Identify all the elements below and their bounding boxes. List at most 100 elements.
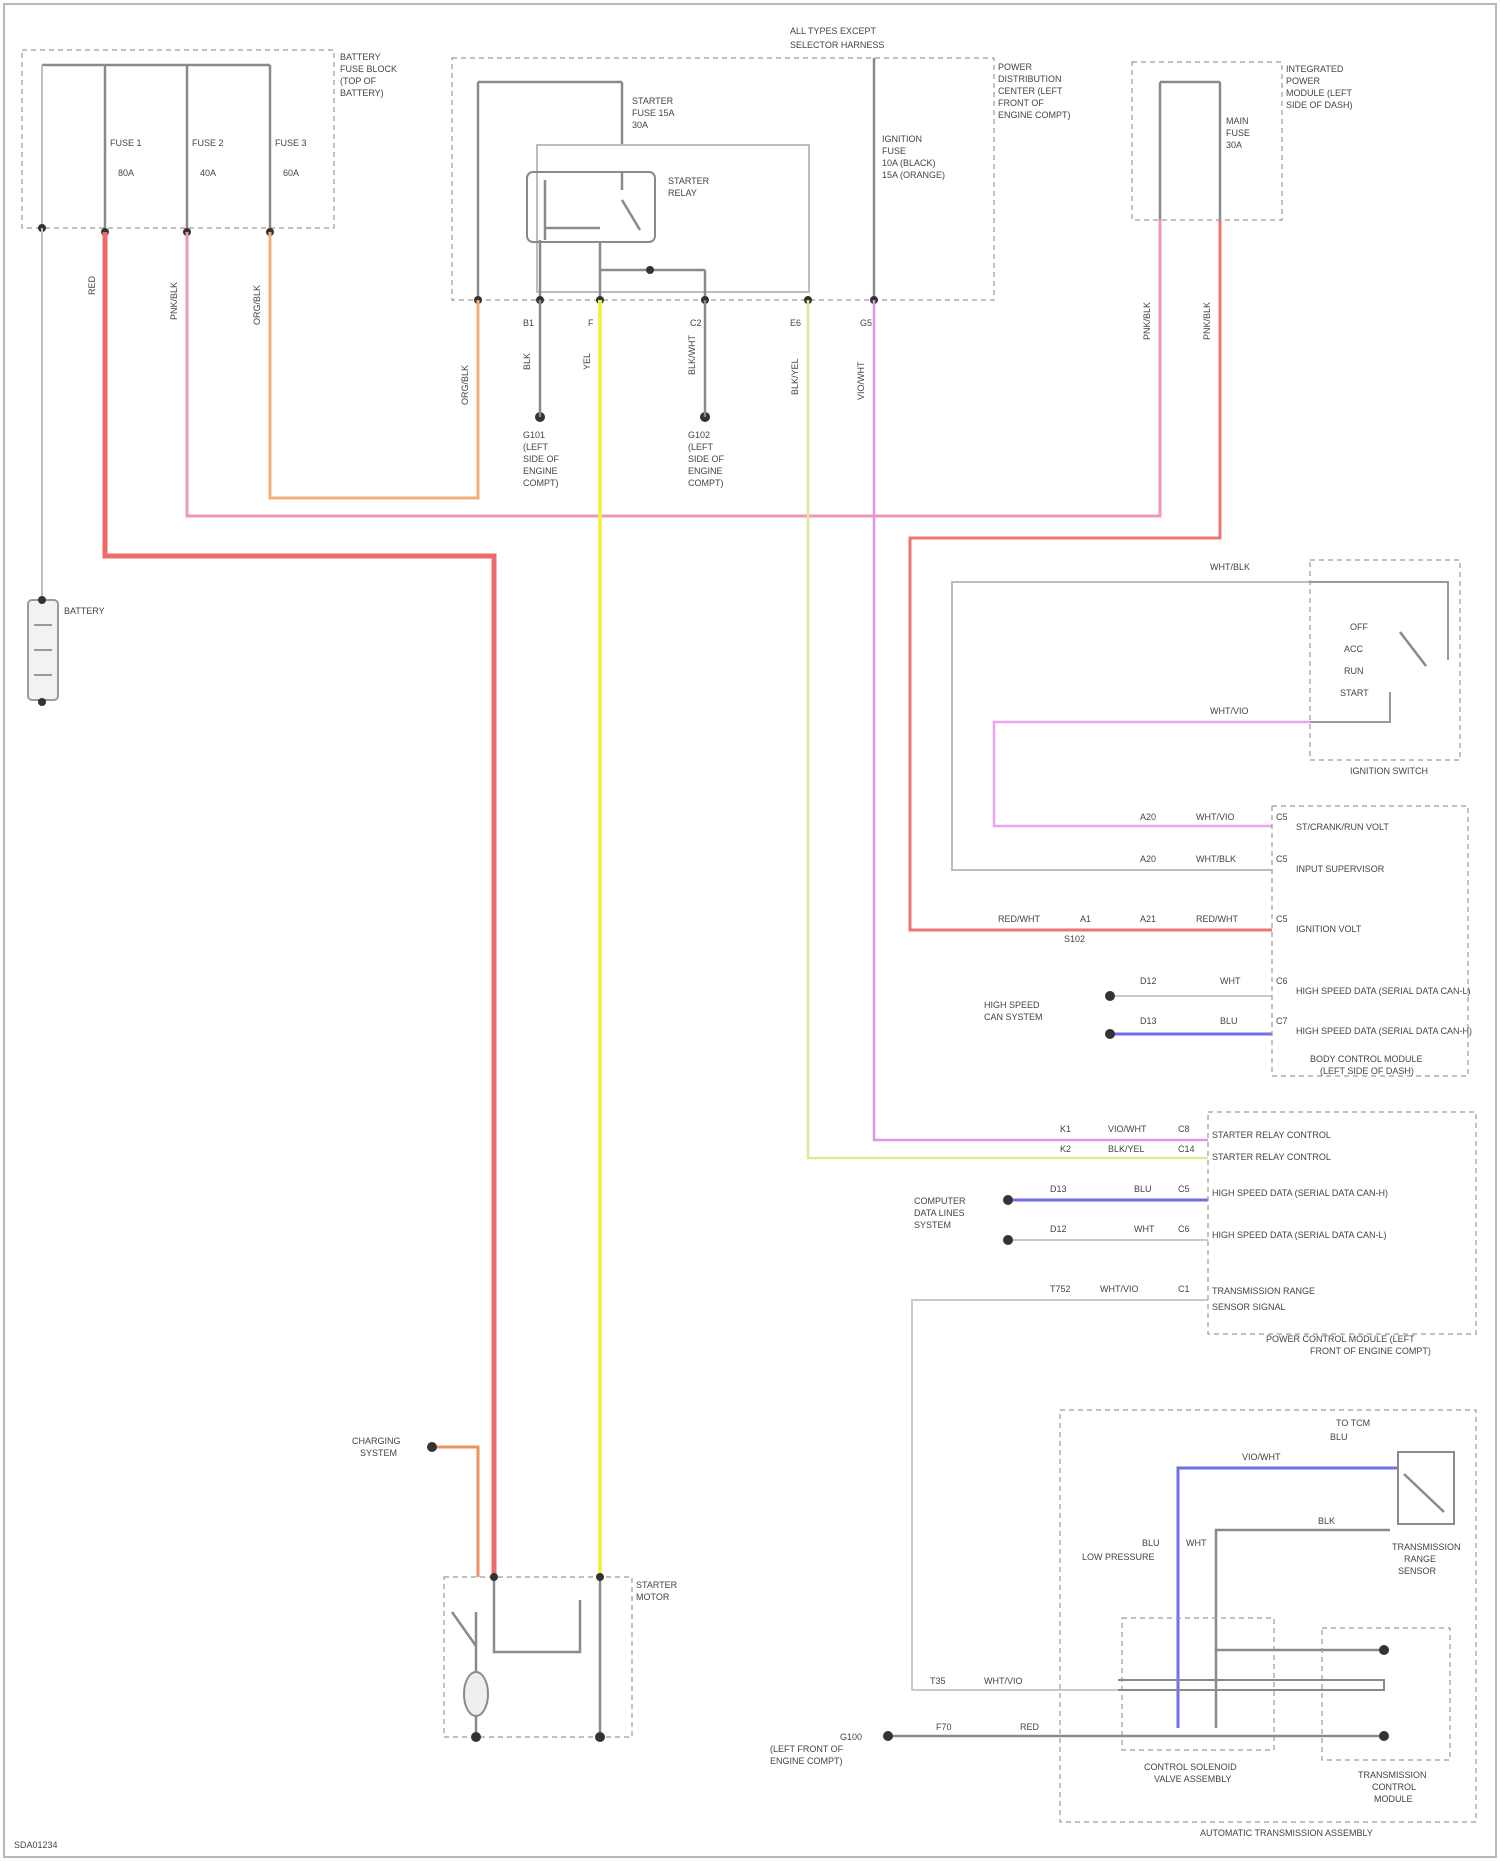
bcm-splice: S102 — [1064, 934, 1085, 944]
starter-ground-right — [595, 1732, 605, 1742]
wire-label-blk-yel: BLK/YEL — [790, 358, 800, 395]
pdc-title-2: SELECTOR HARNESS — [790, 40, 884, 50]
fuse-2-name: FUSE 2 — [192, 138, 224, 148]
bcm-row2-label: INPUT SUPERVISOR — [1296, 864, 1385, 874]
ipm-outline — [1132, 62, 1282, 220]
ign-top-label: WHT/BLK — [1210, 562, 1250, 572]
bcm-can-l-node — [1105, 991, 1115, 1001]
starter-motor: CHARGING SYSTEM STARTER MOTOR — [352, 1436, 678, 1742]
tcm-node-1 — [1379, 1645, 1389, 1655]
pcm-row4-color: WHT — [1134, 1224, 1155, 1234]
tcm-label-1: TRANSMISSION — [1358, 1770, 1427, 1780]
ground-g101-label-5: COMPT) — [523, 478, 559, 488]
range-sensor-label-3: SENSOR — [1398, 1566, 1437, 1576]
ipm-fuse-label-3: 30A — [1226, 140, 1242, 150]
trans-row1-color: WHT/VIO — [984, 1676, 1023, 1686]
trans-outline — [1060, 1410, 1476, 1822]
bcm-row4-circuit: D12 — [1140, 976, 1157, 986]
pcm-can-h-node — [1003, 1195, 1013, 1205]
bcm-row2-circuit: A20 — [1140, 854, 1156, 864]
ign-pos-off: OFF — [1350, 622, 1368, 632]
automatic-transmission: AUTOMATIC TRANSMISSION ASSEMBLY TO TCM B… — [770, 1410, 1476, 1838]
footer-code: SDA01234 — [14, 1840, 58, 1850]
orange-fuse3-wire — [270, 232, 478, 498]
pcm-row1-circuit: K1 — [1060, 1124, 1071, 1134]
wire-label-red: RED — [87, 275, 97, 295]
range-sensor-label-2: RANGE — [1404, 1554, 1436, 1564]
ipm-label-3: MODULE (LEFT — [1286, 88, 1353, 98]
ipm-fuse-label-1: MAIN — [1226, 116, 1249, 126]
ground-g102-label-1: G102 — [688, 430, 710, 440]
charging-label-2: SYSTEM — [360, 1448, 397, 1458]
trans-blu-label: BLU — [1330, 1432, 1348, 1442]
pdc-label-5: ENGINE COMPT) — [998, 110, 1071, 120]
battery-neg-node — [38, 698, 46, 706]
tcm-node-2 — [1379, 1731, 1389, 1741]
trans-ground-label-3: ENGINE COMPT) — [770, 1756, 843, 1766]
ignition-switch-outline — [1310, 560, 1460, 760]
bcm-row4-color: WHT — [1220, 976, 1241, 986]
starter-motor-label-2: MOTOR — [636, 1592, 670, 1602]
bcm-row1-label: ST/CRANK/RUN VOLT — [1296, 822, 1389, 832]
pcm-label-2: FRONT OF ENGINE COMPT) — [1310, 1346, 1431, 1356]
trans-gray-signal — [1216, 1530, 1390, 1728]
wire-color-labels: RED PNK/BLK ORG/BLK ORG/BLK BLK YEL BLK/… — [87, 275, 1212, 405]
ground-g101-label-1: G101 — [523, 430, 545, 440]
pcm-row5-label: TRANSMISSION RANGE — [1212, 1286, 1315, 1296]
battery-symbol: BATTERY — [28, 228, 105, 706]
pcm-row5-color: WHT/VIO — [1100, 1284, 1139, 1294]
starter-solenoid-line — [494, 1577, 580, 1652]
bcm-row1-pin: C5 — [1276, 812, 1288, 822]
pdc-fuse-a-label-1: STARTER — [632, 96, 674, 106]
pdc-pin-f: F — [588, 318, 594, 328]
battery-pos-node — [38, 596, 46, 604]
pcm-row3-label: HIGH SPEED DATA (SERIAL DATA CAN-H) — [1212, 1188, 1388, 1198]
pcm-outline — [1208, 1112, 1476, 1334]
wire-label-blk2: BLK/WHT — [687, 334, 697, 375]
starter-contact — [452, 1612, 476, 1646]
bcm-row5-label: HIGH SPEED DATA (SERIAL DATA CAN-H) — [1296, 1026, 1472, 1036]
bcm-row4-pin: C6 — [1276, 976, 1288, 986]
bcm-row2-pin: C5 — [1276, 854, 1288, 864]
pdc-fuse-b-label-3: 10A (BLACK) — [882, 158, 936, 168]
starter-battery-node — [490, 1573, 498, 1581]
wire-label-yel: YEL — [582, 353, 592, 370]
pcm-row2-pin: C14 — [1178, 1144, 1195, 1154]
orange-charging-wire — [432, 1447, 478, 1577]
battery-fuse-block-label-2: FUSE BLOCK — [340, 64, 397, 74]
wire-label-pink-c: PNK/BLK — [1202, 302, 1212, 340]
bcm-row3-color: RED/WHT — [1196, 914, 1238, 924]
pcm-row3-pin: C5 — [1178, 1184, 1190, 1194]
starter-relay-label-1: STARTER — [668, 176, 710, 186]
bcm-row1-circuit: A20 — [1140, 812, 1156, 822]
pdc-label-3: CENTER (LEFT — [998, 86, 1063, 96]
wire-label-pink-b: PNK/BLK — [1142, 302, 1152, 340]
bcm-label-1: BODY CONTROL MODULE — [1310, 1054, 1423, 1064]
ground-g102-label-2: (LEFT — [688, 442, 714, 452]
pdc-fuse-b-label-1: IGNITION — [882, 134, 922, 144]
ignition-switch-label: IGNITION SWITCH — [1350, 766, 1428, 776]
pdc-label-4: FRONT OF — [998, 98, 1044, 108]
relay-contact-arm — [622, 200, 640, 230]
tcm-loop — [1118, 1680, 1384, 1690]
integrated-power-module: INTEGRATED POWER MODULE (LEFT SIDE OF DA… — [1132, 62, 1353, 220]
yellow-pcm-wire — [808, 300, 1208, 1158]
pcm-row2-color: BLK/YEL — [1108, 1144, 1145, 1154]
fuse-3-name: FUSE 3 — [275, 138, 307, 148]
red-ipm-bcm-wire — [910, 220, 1272, 930]
power-control-module: POWER CONTROL MODULE (LEFT FRONT OF ENGI… — [914, 1112, 1476, 1356]
pdc-title-1: ALL TYPES EXCEPT — [790, 26, 877, 36]
solenoid-valve-outline — [1122, 1618, 1274, 1750]
wires — [105, 220, 1398, 1736]
ign-pos-acc: ACC — [1344, 644, 1364, 654]
battery-fuse-block: BATTERY FUSE BLOCK (TOP OF BATTERY) FUSE… — [22, 50, 397, 236]
ign-switch-arm — [1400, 632, 1426, 666]
pcm-can-label-3: SYSTEM — [914, 1220, 951, 1230]
range-sensor-contact — [1404, 1474, 1444, 1512]
fuse-2-rating: 40A — [200, 168, 216, 178]
trans-label: AUTOMATIC TRANSMISSION ASSEMBLY — [1200, 1828, 1373, 1838]
ipm-fuse-label-2: FUSE — [1226, 128, 1250, 138]
ground-g102-label-5: COMPT) — [688, 478, 724, 488]
